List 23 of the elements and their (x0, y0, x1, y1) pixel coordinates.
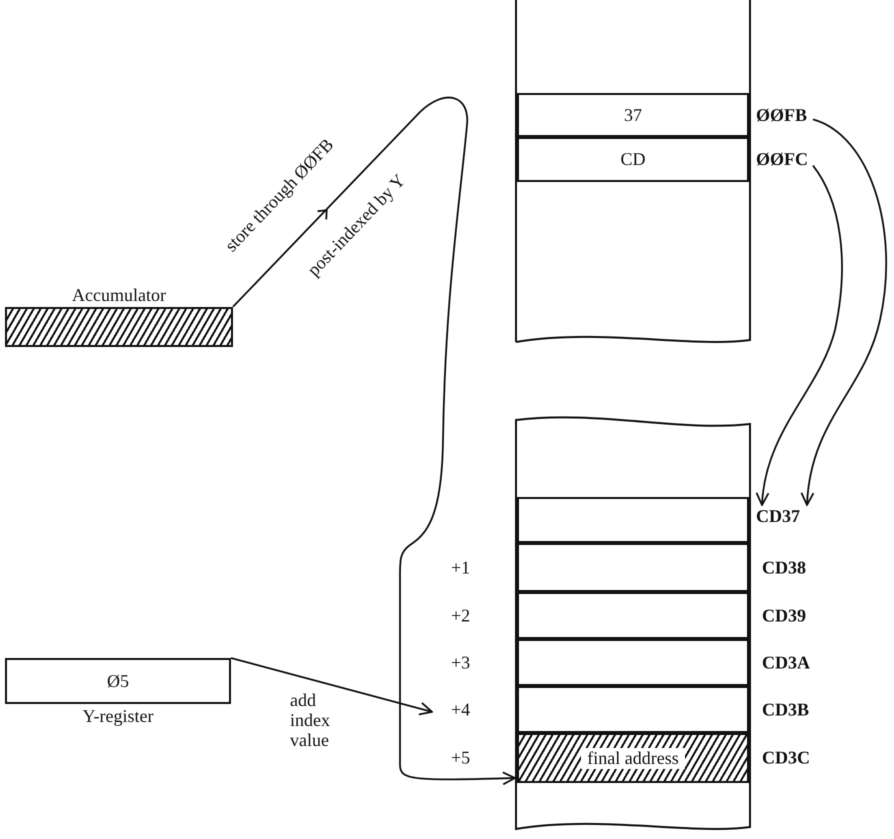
register-label: Accumulator (71, 284, 167, 307)
memory-cell (516, 137, 750, 182)
address-label: CD3C (762, 748, 810, 768)
offset-label: +3 (451, 652, 470, 673)
offset-label: +2 (451, 605, 470, 626)
offset-label: +5 (451, 748, 470, 768)
address-label: CD37 (756, 505, 800, 527)
address-label: CD38 (762, 557, 806, 578)
cell-value: final address (581, 748, 685, 768)
register-value: Ø5 (107, 670, 129, 692)
address-label: ØØFB (756, 104, 808, 126)
offset-label: +1 (451, 557, 470, 578)
cell-value: 37 (624, 104, 642, 126)
offset-label: +4 (451, 699, 470, 720)
memory-cell (516, 93, 750, 137)
cell-value: CD (620, 149, 646, 170)
address-label: CD3B (762, 699, 810, 720)
register-label: Y-register (82, 705, 154, 728)
memory-cell (516, 497, 750, 543)
address-label: ØØFC (756, 148, 808, 170)
address-label: CD39 (762, 605, 806, 626)
address-label: CD3A (762, 652, 810, 673)
edge-label: add index value (290, 690, 331, 750)
